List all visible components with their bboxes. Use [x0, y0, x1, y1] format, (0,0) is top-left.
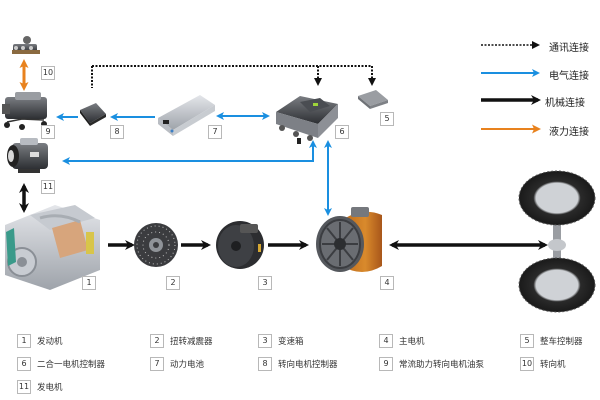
component-number: 5: [520, 334, 534, 348]
legend-label-communication: 通讯连接: [549, 43, 589, 54]
component-list-item: 9 常流助力转向电机油泵: [379, 357, 484, 371]
component-name: 转向机: [540, 360, 566, 370]
tag-main-motor: 4: [380, 276, 394, 290]
gearbox-icon: [216, 221, 264, 269]
tag-steering-pump: 9: [41, 125, 55, 139]
legend-label-electrical: 电气连接: [549, 71, 589, 82]
tag-steering-controller: 8: [110, 125, 124, 139]
tag-steering-gear: 10: [41, 66, 55, 80]
component-list-item: 5 整车控制器: [520, 334, 583, 348]
legend-label-mechanical: 机械连接: [545, 98, 585, 109]
component-number: 1: [17, 334, 31, 348]
component-number: 6: [17, 357, 31, 371]
component-number: 7: [150, 357, 164, 371]
tag-torsional-damper: 2: [166, 276, 180, 290]
wheel-axle-icon: [518, 170, 596, 313]
component-number: 9: [379, 357, 393, 371]
mechanical-lines: [19, 183, 548, 250]
component-name: 二合一电机控制器: [37, 360, 106, 370]
component-name: 整车控制器: [540, 337, 583, 347]
vehicle-controller-icon: [358, 90, 388, 109]
legend-label-hydraulic: 液力连接: [549, 127, 589, 138]
component-name: 转向电机控制器: [278, 360, 338, 370]
component-name: 常流助力转向电机油泵: [399, 360, 485, 370]
component-number: 10: [520, 357, 534, 371]
component-list-item: 6 二合一电机控制器: [17, 357, 105, 371]
electrical-lines: [56, 112, 332, 216]
tag-gearbox: 3: [258, 276, 272, 290]
tag-vehicle-controller: 5: [380, 112, 394, 126]
component-list-item: 7 动力电池: [150, 357, 204, 371]
component-list-item: 8 转向电机控制器: [258, 357, 338, 371]
component-number: 4: [379, 334, 393, 348]
motor-controller-icon: [276, 96, 338, 144]
tag-motor-controller: 6: [335, 125, 349, 139]
component-name: 扭转减震器: [170, 337, 213, 347]
generator-icon: [7, 138, 48, 173]
component-number: 11: [17, 380, 31, 394]
main-motor-icon: [316, 207, 382, 272]
component-list-item: 3 变速箱: [258, 334, 304, 348]
torsional-damper-icon: [134, 223, 178, 267]
component-number: 8: [258, 357, 272, 371]
tag-engine: 1: [82, 276, 96, 290]
component-list-item: 2 扭转减震器: [150, 334, 213, 348]
component-name: 主电机: [399, 337, 425, 347]
component-name: 发电机: [37, 383, 63, 393]
steering-pump-icon: [2, 92, 47, 130]
communication-lines: [91, 65, 376, 88]
component-name: 变速箱: [278, 337, 304, 347]
tag-battery: 7: [208, 125, 222, 139]
component-list-item: 4 主电机: [379, 334, 425, 348]
component-name: 动力电池: [170, 360, 205, 370]
component-name: 发动机: [37, 337, 63, 347]
tag-generator: 11: [41, 180, 55, 194]
component-list-item: 11 发电机: [17, 380, 63, 394]
component-list-item: 10 转向机: [520, 357, 566, 371]
component-list-item: 1 发动机: [17, 334, 63, 348]
steering-controller-icon: [80, 103, 106, 126]
elec-line-6-to-11: [62, 145, 314, 165]
battery-icon: [158, 95, 215, 136]
engine-icon: [5, 205, 100, 290]
legend-lines: [481, 41, 541, 134]
steering-gear-icon: [12, 36, 40, 54]
component-number: 3: [258, 334, 272, 348]
component-number: 2: [150, 334, 164, 348]
